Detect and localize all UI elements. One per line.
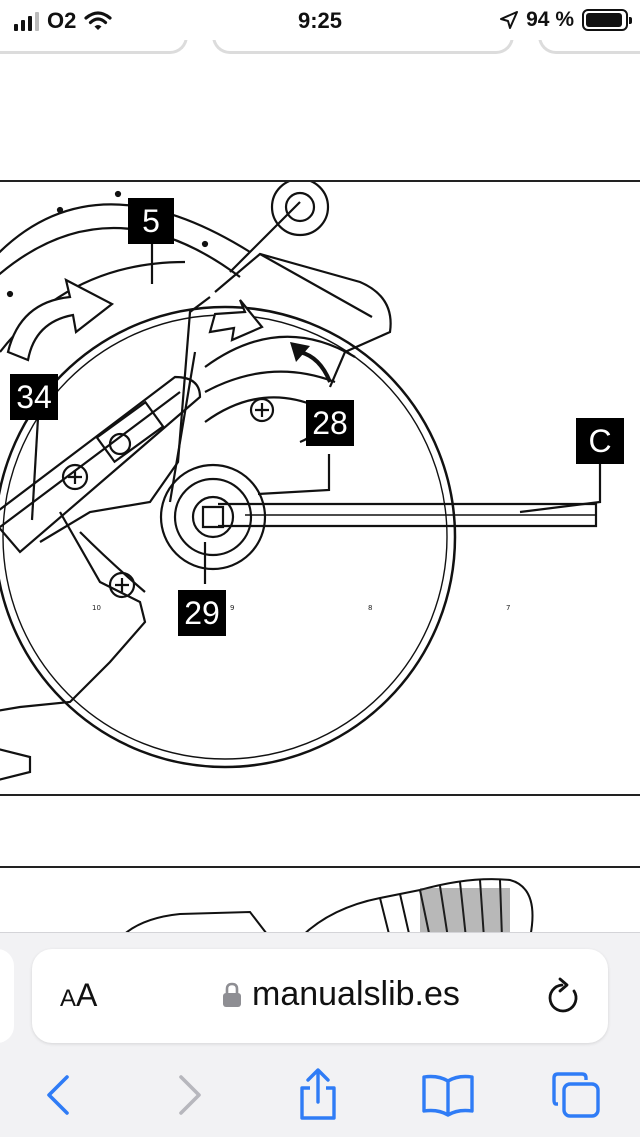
scale-number-9: 9 — [230, 604, 234, 612]
carrier-name: O2 — [47, 8, 77, 33]
wifi-icon — [84, 11, 112, 30]
location-arrow-icon — [500, 11, 519, 29]
lock-icon — [223, 982, 241, 1007]
battery-percent: 94 % — [526, 8, 574, 31]
manual-diagram: 10 9 8 7 5 34 28 29 C — [0, 180, 640, 796]
direction-chevron — [208, 299, 264, 342]
signal-icon — [14, 11, 39, 31]
callout-34: 34 — [10, 374, 58, 420]
share-icon — [300, 1068, 336, 1120]
next-diagram-preview — [0, 866, 640, 936]
scale-number-8: 8 — [368, 604, 372, 612]
text-size-small-a: A — [60, 985, 77, 1012]
forward-button[interactable] — [160, 1069, 220, 1121]
status-bar: O2 9:25 94 % — [0, 0, 640, 40]
forward-icon — [179, 1075, 201, 1115]
saw-handle-drawing — [120, 878, 534, 936]
tabs-button[interactable] — [546, 1069, 606, 1121]
text-size-large-a: A — [76, 977, 98, 1013]
clock: 9:25 — [297, 8, 343, 33]
rotation-arrow-small — [299, 350, 332, 383]
url-text: manualslib.es — [252, 975, 460, 1013]
back-button[interactable] — [28, 1069, 88, 1121]
address-bar[interactable]: AA manualslib.es — [32, 949, 608, 1043]
callout-5: 5 — [128, 198, 174, 244]
bookmarks-icon — [422, 1074, 474, 1117]
url-display[interactable]: manualslib.es — [222, 975, 460, 1014]
callout-28: 28 — [306, 400, 354, 446]
status-right: 94 % — [500, 8, 632, 32]
rotation-arrow-outline — [6, 277, 115, 362]
browser-toolbar — [0, 1063, 640, 1127]
reload-button[interactable] — [546, 977, 582, 1020]
tabs-icon — [552, 1072, 600, 1118]
reload-icon — [548, 977, 578, 1013]
miter-saw-drawing: 10 9 8 7 — [0, 182, 602, 781]
callout-29: 29 — [178, 590, 226, 636]
scale-number-7: 7 — [506, 604, 510, 612]
status-left: O2 — [14, 8, 112, 34]
browser-bottom-bar: AA manualslib.es — [0, 932, 640, 1137]
callout-C: C — [576, 418, 624, 464]
scale-number-10: 10 — [92, 604, 101, 612]
share-button[interactable] — [288, 1068, 348, 1121]
bookmarks-button[interactable] — [418, 1069, 478, 1121]
text-size-button[interactable]: AA — [60, 977, 97, 1014]
previous-tab-address-bar[interactable] — [0, 949, 14, 1043]
back-icon — [47, 1075, 69, 1115]
battery-icon — [582, 9, 632, 31]
